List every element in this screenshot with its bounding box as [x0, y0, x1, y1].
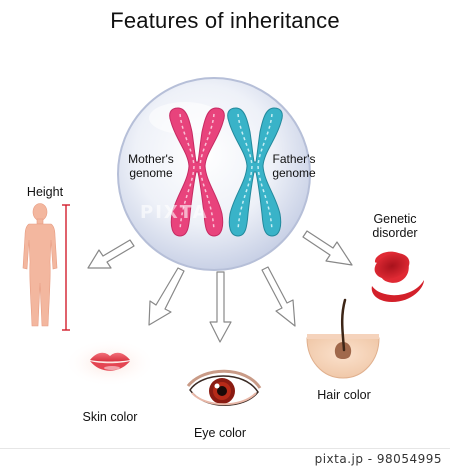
- arrow-skin: [148, 267, 185, 326]
- arrow-genetic: [302, 230, 353, 266]
- red-blood-cell: [371, 251, 424, 302]
- lips: [64, 339, 156, 387]
- arrows: [87, 230, 353, 343]
- page-title: Features of inheritance: [110, 8, 340, 33]
- stock-id: pixta.jp - 98054995: [314, 452, 442, 466]
- watermark: PIXTA: [140, 202, 209, 223]
- father-chromosome: [227, 107, 283, 237]
- father-genome-label: Father's genome: [263, 152, 325, 180]
- height-label: Height: [26, 185, 64, 199]
- genetic-label-line2: disorder: [372, 226, 418, 240]
- mother-label-line2: genome: [129, 166, 173, 180]
- mother-chromosome: [169, 107, 225, 237]
- mother-label-line1: Mother's: [128, 152, 174, 166]
- father-label-line2: genome: [272, 166, 316, 180]
- father-label-line1: Father's: [272, 152, 316, 166]
- genetic-label-line1: Genetic: [373, 212, 417, 226]
- skin-color-label: Skin color: [82, 410, 138, 424]
- arrow-eye: [209, 271, 232, 343]
- human-figure: [22, 203, 58, 327]
- mother-genome-label: Mother's genome: [120, 152, 182, 180]
- genetic-disorder-label: Genetic disorder: [365, 212, 425, 240]
- hair-color-label: Hair color: [317, 388, 371, 402]
- arrow-height: [87, 239, 135, 269]
- eye-color-label: Eye color: [193, 426, 247, 440]
- eye: [186, 369, 262, 406]
- footer-bar: pixta.jp - 98054995: [0, 448, 450, 470]
- height-measure: [62, 204, 70, 331]
- arrow-hair: [261, 266, 296, 327]
- hair-follicle: [306, 298, 380, 379]
